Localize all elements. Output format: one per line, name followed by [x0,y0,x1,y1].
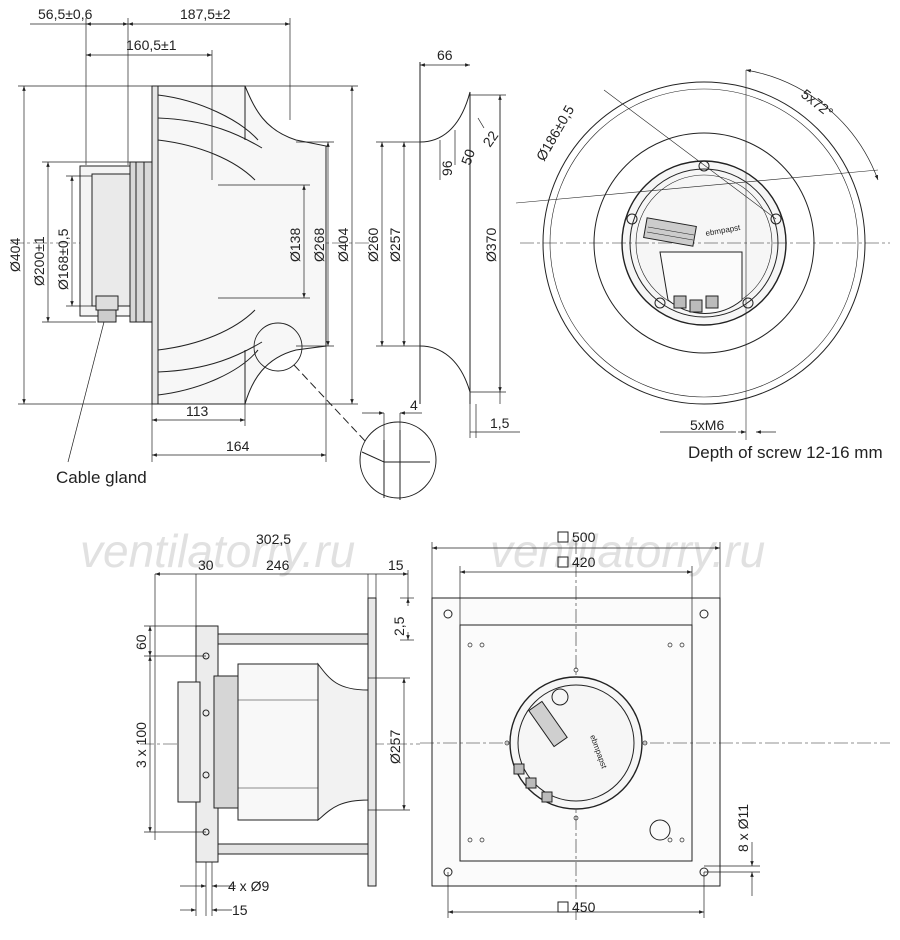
assembly-view-labels: 302,5 30 246 15 2,5 60 3 x 100 Ø257 4 x … [133,531,407,918]
front-view [515,69,890,440]
dim-246: 246 [266,557,290,573]
side-view-labels: 56,5±0,6 187,5±2 160,5±1 Ø404 Ø200±1 Ø16… [7,6,351,487]
dim-dia-138: Ø138 [287,228,303,262]
watermark-right: ventilatorry.ru [490,525,765,577]
dim-5x72-angle: 5x72° [798,86,836,121]
dim-square-500: 500 [572,529,596,545]
inlet-view-labels: 66 22 50 96 Ø260 Ø257 Ø370 4 1,5 [365,47,510,431]
dim-15-bottom: 15 [232,902,248,918]
dim-302-5: 302,5 [256,531,291,547]
dim-dia-186: Ø186±0,5 [533,102,578,163]
square-symbol-420 [557,556,569,568]
dim-dia-168: Ø168±0,5 [55,228,71,290]
dim-30: 30 [198,557,214,573]
dim-50: 50 [458,147,478,167]
side-view-dims [18,18,358,463]
dim-96: 96 [439,160,455,176]
dim-160-5: 160,5±1 [126,37,177,53]
cable-gland-label: Cable gland [56,468,147,487]
dim-4xdia9: 4 x Ø9 [228,878,269,894]
dim-8xdia11: 8 x Ø11 [735,804,751,852]
side-view [10,18,370,463]
dim-113: 113 [186,403,209,419]
dim-15-top: 15 [388,557,404,573]
dim-3x100: 3 x 100 [133,722,149,768]
dim-56-5: 56,5±0,6 [38,6,93,22]
depth-note: Depth of screw 12-16 mm [688,443,883,462]
plate-view [420,540,890,920]
square-symbol-500 [557,531,569,543]
dim-dia-200: Ø200±1 [31,236,47,286]
dim-dia-257: Ø257 [387,228,403,262]
dim-dia-370: Ø370 [483,228,499,262]
dim-dia-268: Ø268 [311,228,327,262]
dim-square-420: 420 [572,554,596,570]
dim-5xm6: 5xM6 [690,417,724,433]
square-symbol-450 [557,901,569,913]
dim-dia-257-assembly: Ø257 [387,730,403,764]
inlet-view [359,62,520,500]
dim-4: 4 [410,397,418,413]
dim-1-5: 1,5 [490,415,510,431]
watermark-left: ventilatorry.ru [80,525,355,577]
dim-187-5: 187,5±2 [180,6,231,22]
dim-164: 164 [226,438,250,454]
dim-60: 60 [133,634,149,650]
dim-66: 66 [437,47,453,63]
dim-2-5: 2,5 [391,616,407,636]
assembly-view [140,570,420,916]
dim-dia-404-left: Ø404 [7,238,23,272]
dim-22: 22 [479,128,501,150]
dim-square-450: 450 [572,899,596,915]
dim-dia-404-right: Ø404 [335,228,351,262]
dim-dia-260: Ø260 [365,228,381,262]
